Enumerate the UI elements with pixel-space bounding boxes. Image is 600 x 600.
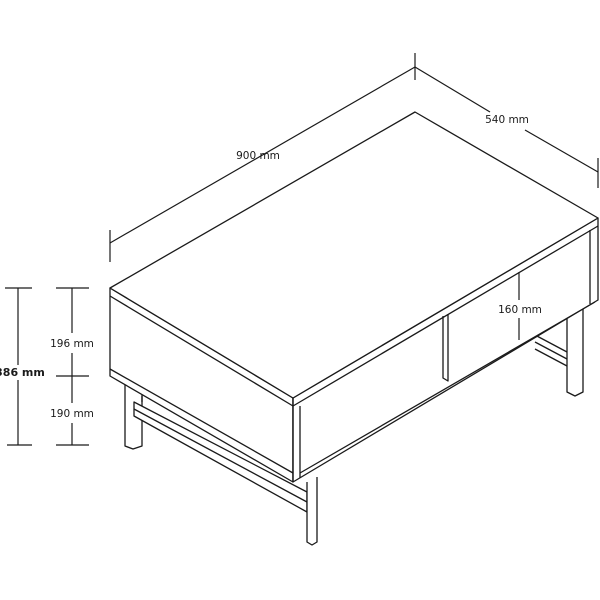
right-side-stretcher (534, 334, 568, 367)
width-label: 900 mm (236, 150, 280, 162)
front-corner-leg (306, 477, 318, 546)
leg-height-label: 190 mm (50, 408, 94, 420)
total-height-label: 386 mm (0, 366, 45, 379)
drawer-height-label: 160 mm (498, 304, 542, 316)
total-height-dimension-line (5, 287, 32, 446)
partial-height-dimension-line (56, 287, 89, 446)
right-back-leg (566, 300, 584, 397)
table-top (109, 111, 599, 399)
body-height-label: 196 mm (50, 338, 94, 350)
width-dimension-line (109, 53, 416, 262)
drawer-divider (442, 314, 449, 382)
depth-label: 540 mm (485, 114, 529, 126)
depth-dimension-line (414, 66, 599, 188)
